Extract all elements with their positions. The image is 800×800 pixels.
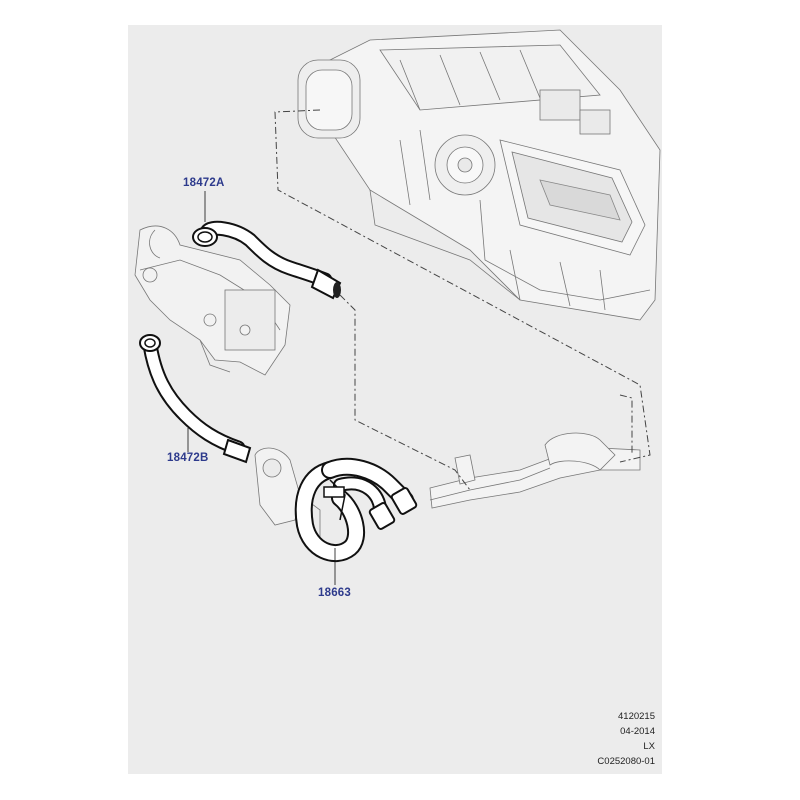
callout-18472b: 18472B [167, 452, 209, 464]
reference-line-4: C0252080-01 [597, 756, 655, 767]
hose-18472a [192, 220, 342, 300]
hose-18472b [139, 334, 252, 464]
reference-line-1: 4120215 [618, 711, 655, 722]
coolant-pump-assembly [134, 225, 321, 540]
leader-lines [187, 191, 336, 585]
reference-line-3: LX [643, 741, 655, 752]
hvac-unit [297, 29, 661, 321]
assembly-lines [274, 109, 651, 491]
heater-pipes [429, 432, 641, 509]
callout-18472a: 18472A [183, 177, 225, 189]
hose-18663 [294, 457, 418, 562]
callout-18663: 18663 [318, 587, 351, 599]
reference-line-2: 04-2014 [620, 726, 655, 737]
